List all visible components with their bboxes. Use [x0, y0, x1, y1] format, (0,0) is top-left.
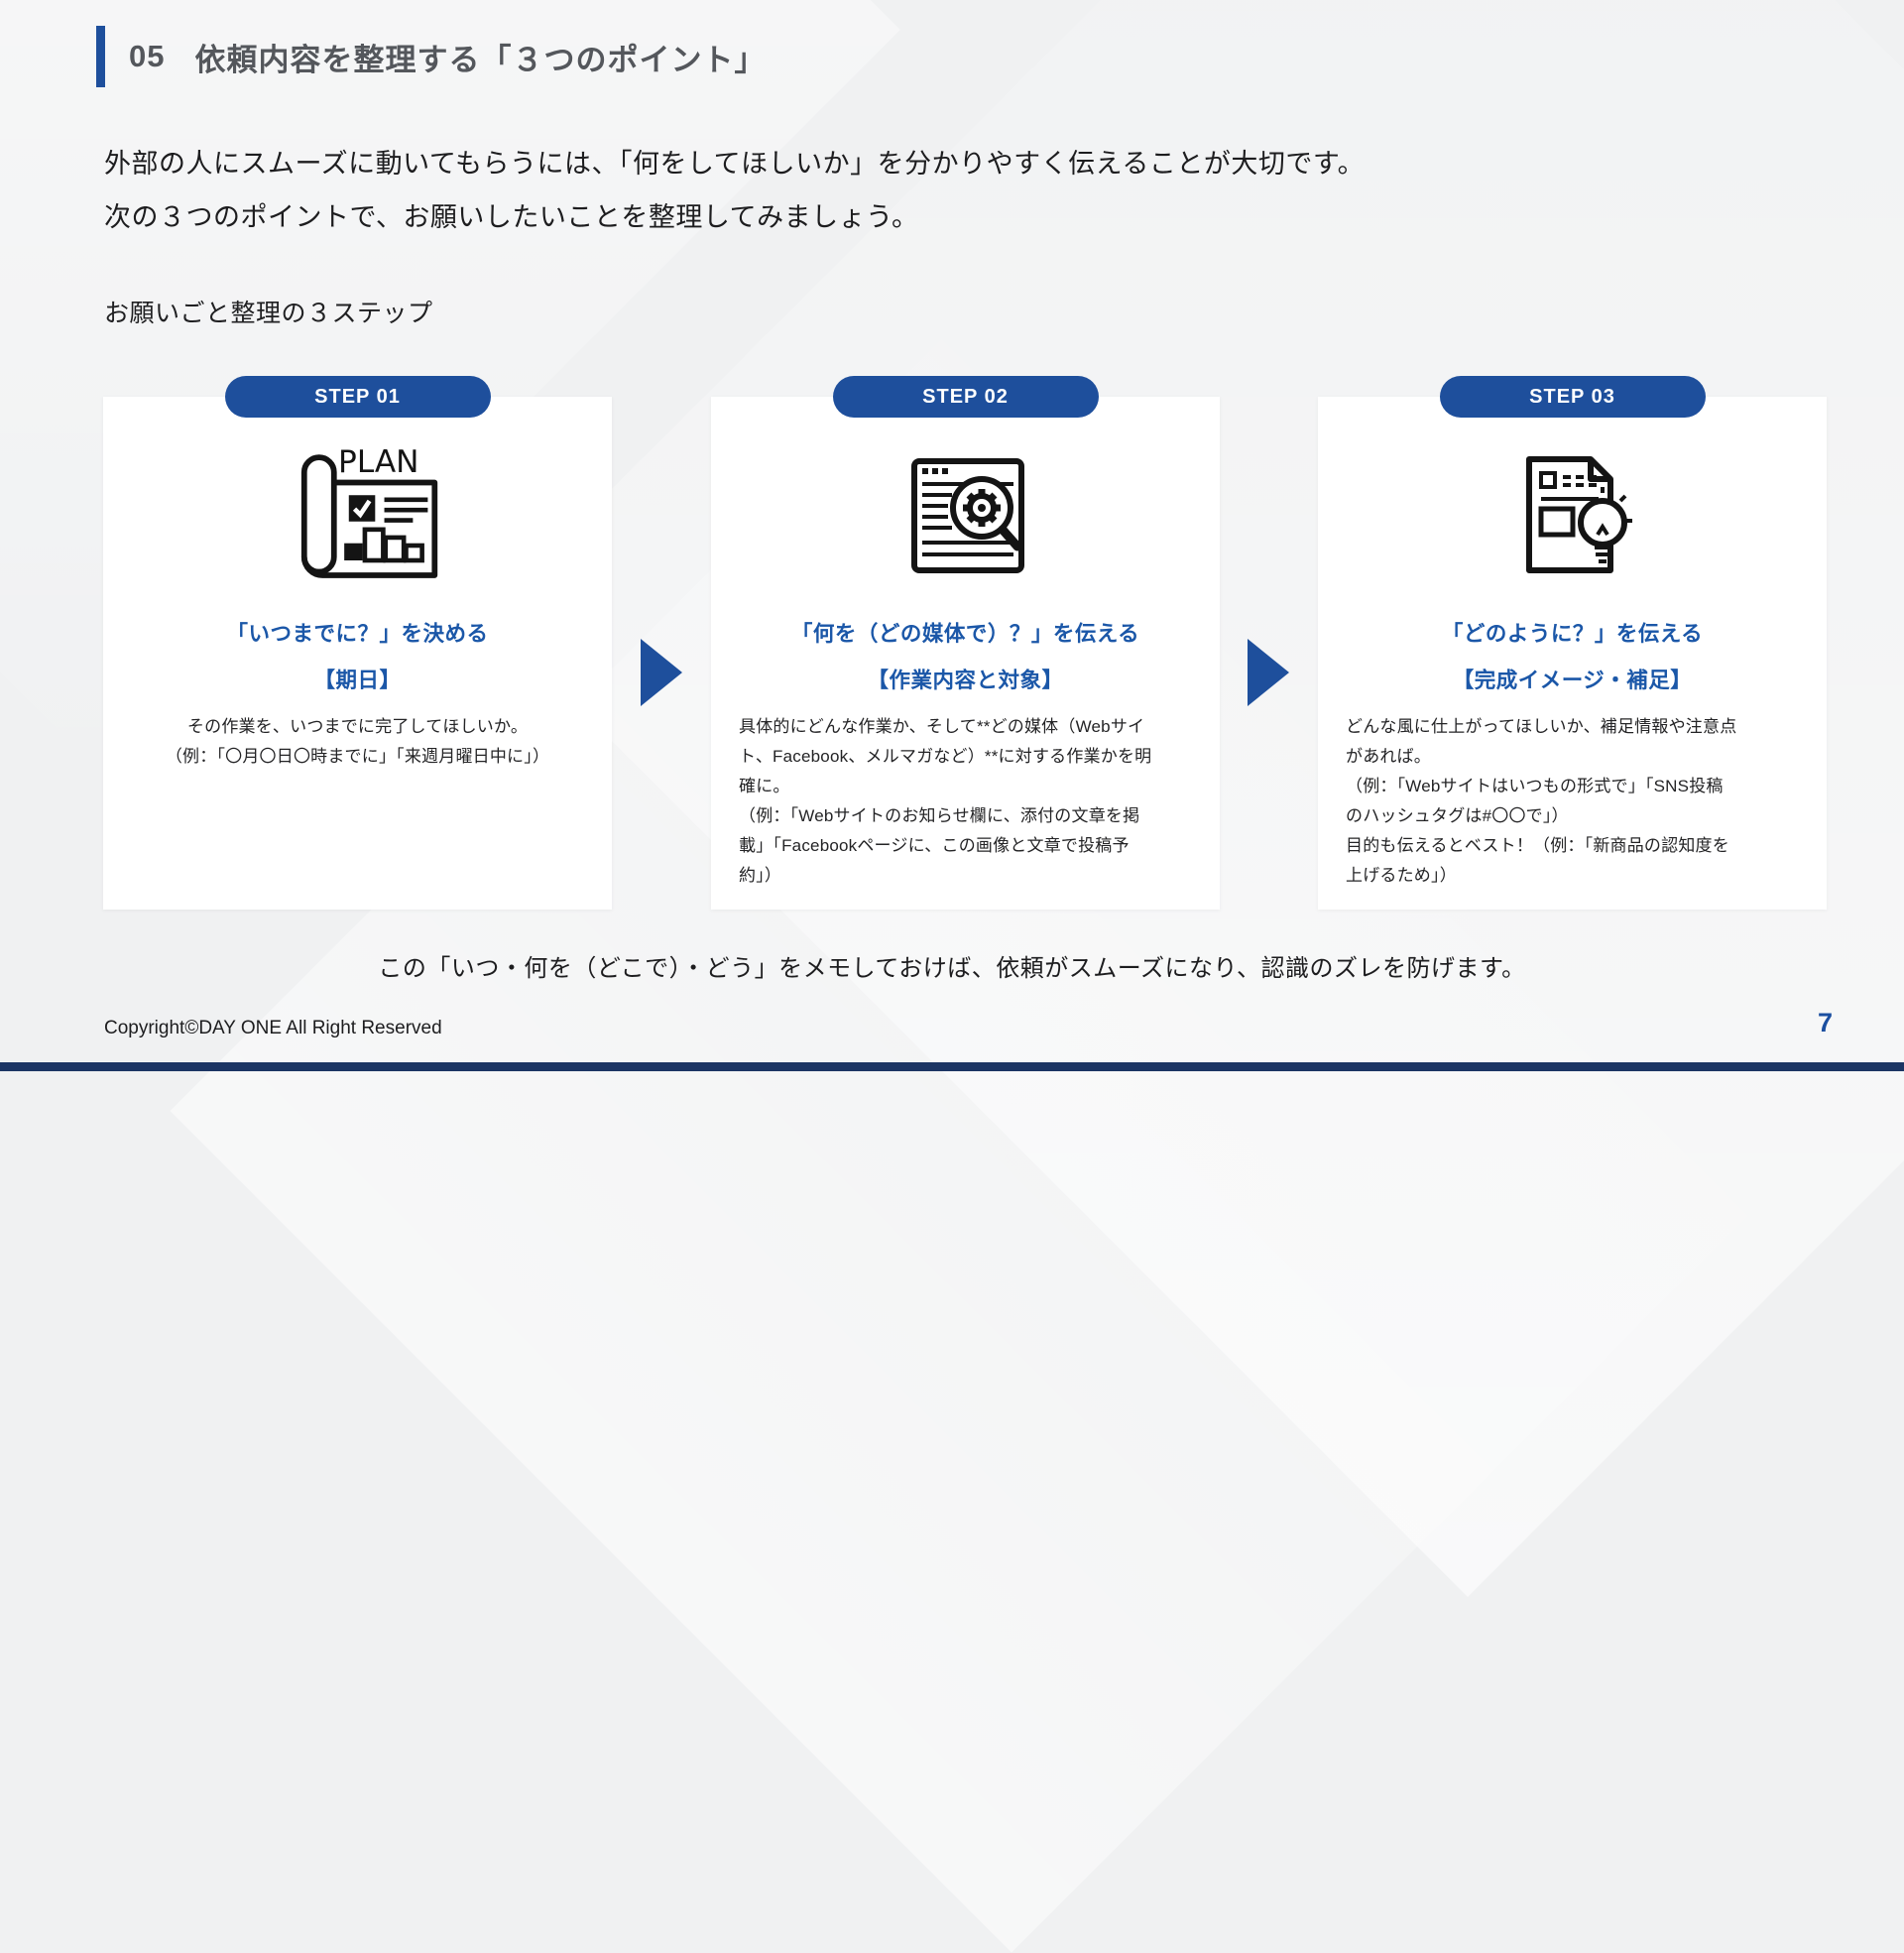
plan-icon-label: PLAN [338, 444, 418, 480]
plan-scroll-icon: PLAN [259, 440, 457, 591]
page-number: 7 [1817, 1008, 1833, 1038]
step-body-2: 具体的にどんな作業か、そして**どの媒体（Webサイ ト、Facebook、メル… [739, 717, 1152, 885]
document-lightbulb-icon [1474, 440, 1672, 591]
copyright-text: Copyright©DAY ONE All Right Reserved [104, 1018, 442, 1038]
page-title: 05 依頼内容を整理する「３つのポイント」 [129, 35, 766, 79]
slide-header: 05 依頼内容を整理する「３つのポイント」 [96, 26, 766, 87]
summary-note: この「いつ・何を（どこで）・どう」をメモしておけば、依頼がスムーズになり、認識の… [378, 955, 1526, 982]
step-subtitle-1: 【期日】 [313, 669, 402, 692]
step-title-1: 「いつまでに？」を決める [226, 622, 489, 646]
step-badge-3: STEP 03 [1439, 376, 1706, 418]
page-title-number: 05 [129, 39, 166, 73]
step-title-2: 「何を（どの媒体で）？」を伝える [790, 622, 1140, 646]
web-search-gear-icon [867, 440, 1065, 591]
step-badge-2: STEP 02 [832, 376, 1099, 418]
section-label: お願いごと整理の３ステップ [104, 300, 433, 327]
page-title-text: 依頼内容を整理する「３つのポイント」 [194, 42, 767, 77]
footer-accent-bar [0, 1062, 1904, 1071]
step-badge-1: STEP 01 [224, 376, 491, 418]
arrow-right-icon [1248, 639, 1289, 706]
header-accent-bar [96, 26, 105, 87]
step-subtitle-2: 【作業内容と対象】 [867, 669, 1064, 692]
step-body-3: どんな風に仕上がってほしいか、補足情報や注意点 があれば。 （例：「Webサイト… [1346, 717, 1737, 885]
step-card-2: STEP 02 [711, 376, 1220, 910]
step-title-3: 「どのように？」を伝える [1441, 622, 1704, 646]
intro-text: 外部の人にスムーズに動いてもらうには、「何をしてほしいか」を分かりやすく伝えるこ… [104, 149, 1366, 232]
step-body-1: その作業を、いつまでに完了してほしいか。 （例：「〇月〇日〇時までに」「来週月曜… [165, 717, 550, 766]
step-subtitle-3: 【完成イメージ・補足】 [1452, 669, 1693, 692]
step-card-3: STEP 03 「どのように？」を伝える 【完成イメージ・補足】 どんな風に仕上… [1318, 376, 1827, 910]
arrow-right-icon [641, 639, 682, 706]
step-card-1: STEP 01 PLAN 「いつまでに？」を決める 【期日】 その作業を、いつま… [103, 376, 612, 910]
